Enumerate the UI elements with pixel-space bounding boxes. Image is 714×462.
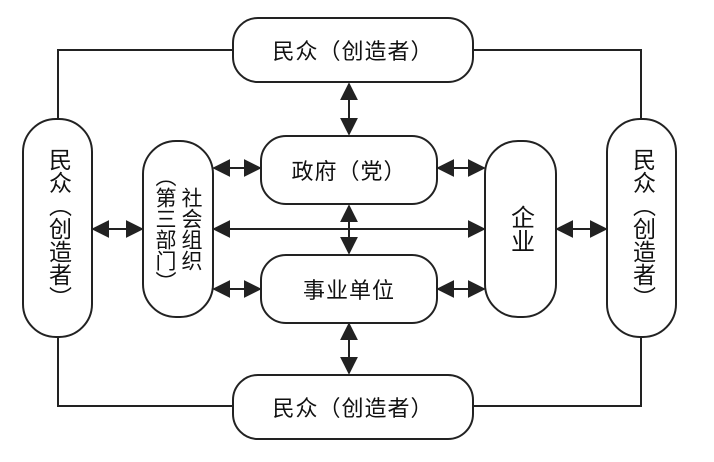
- enterprise-node: 企业: [484, 140, 557, 318]
- left-people-node: 民众（创造者）: [22, 118, 93, 338]
- outer-line-bottom-left: [57, 338, 232, 407]
- government-label: 政府（党）: [291, 160, 407, 185]
- institution-node: 事业单位: [260, 254, 438, 324]
- enterprise-label: 企业: [506, 205, 535, 253]
- institution-label: 事业单位: [302, 279, 395, 304]
- outer-line-top-right: [474, 49, 642, 118]
- right-people-label: 民众（创造者）: [628, 147, 655, 309]
- bottom-people-node: 民众（创造者）: [232, 374, 474, 440]
- right-people-node: 民众（创造者）: [606, 118, 677, 338]
- top-people-node: 民众（创造者）: [232, 17, 474, 83]
- social-org-node: 社会组织 （第三部门）: [142, 140, 214, 318]
- left-people-label: 民众（创造者）: [44, 147, 71, 309]
- outer-line-top-left: [57, 49, 232, 118]
- top-people-label: 民众（创造者）: [272, 40, 434, 65]
- bottom-people-label: 民众（创造者）: [272, 397, 434, 422]
- outer-line-bottom-right: [474, 338, 642, 407]
- social-org-line1: 社会组织: [179, 187, 203, 271]
- government-node: 政府（党）: [260, 135, 438, 205]
- social-org-line2: （第三部门）: [153, 166, 177, 292]
